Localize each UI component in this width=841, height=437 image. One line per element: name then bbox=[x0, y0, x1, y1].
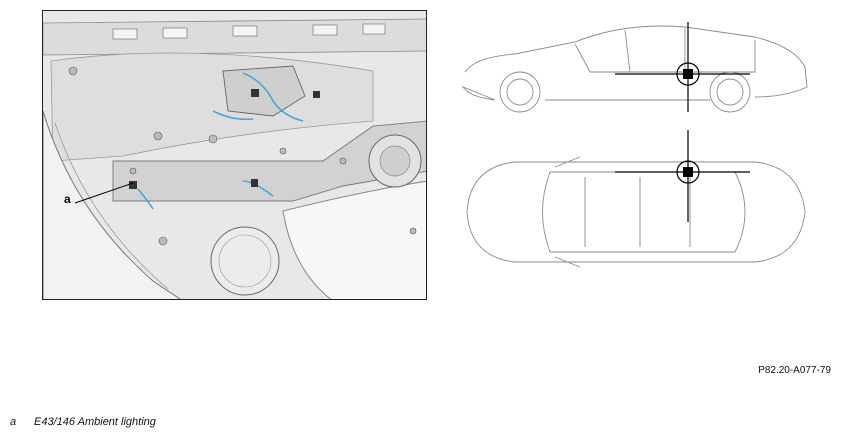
legend-row: a E43/146 Ambient lighting bbox=[10, 416, 156, 428]
legend-key: a bbox=[10, 416, 17, 428]
vehicle-outline-drawing bbox=[461, 22, 808, 268]
door-panel-illustration bbox=[42, 10, 427, 300]
door-panel-drawing bbox=[43, 11, 426, 299]
legend-text: E43/146 Ambient lighting bbox=[34, 416, 156, 428]
vehicle-location-views bbox=[455, 12, 815, 302]
callout-a: a bbox=[64, 192, 71, 206]
figure-id: P82.20-A077-79 bbox=[758, 365, 831, 376]
